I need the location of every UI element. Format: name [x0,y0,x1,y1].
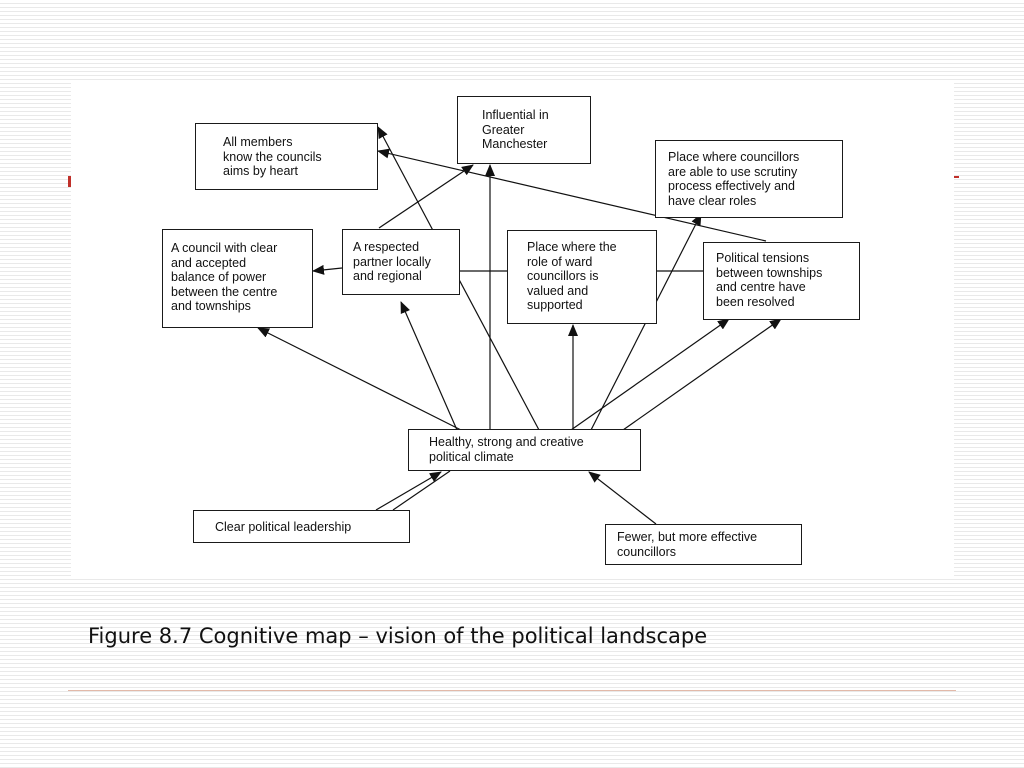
edge-tensions-to-all-members [377,148,767,242]
edge-respected-to-influential [378,164,474,229]
node-respected-partner: A respected partner locally and regional [342,229,460,295]
slide-accent-mark-left [68,176,72,187]
edge-climate-to-balance [257,327,462,431]
edge-climate-to-tensions-a [570,318,730,431]
node-ward-councillors-role: Place where the role of ward councillors… [507,230,657,324]
node-clear-political-leadership: Clear political leadership [193,510,410,543]
edge-climate-to-respected [400,301,458,431]
edge-leadership-to-climate-parallel [392,470,451,511]
edge-respected-to-balance [312,264,343,275]
node-scrutiny-process: Place where councillors are able to use … [655,140,843,218]
node-all-members-know-aims: All members know the councils aims by he… [195,123,378,190]
footer-divider [68,690,956,691]
node-fewer-more-effective-councillors: Fewer, but more effective councillors [605,524,802,565]
node-influential-in-greater-manchester: Influential in Greater Manchester [457,96,591,164]
node-political-tensions-resolved: Political tensions between townships and… [703,242,860,320]
edge-leadership-to-climate [375,471,442,511]
edge-climate-to-tensions-b [622,318,782,431]
edge-fewer-to-climate [588,471,657,525]
slide-accent-mark-right [950,176,959,178]
node-balance-of-power: A council with clear and accepted balanc… [162,229,313,328]
figure-caption: Figure 8.7 Cognitive map – vision of the… [88,624,708,648]
node-healthy-political-climate: Healthy, strong and creative political c… [408,429,641,471]
cognitive-map-diagram: Influential in Greater Manchester All me… [71,80,954,577]
